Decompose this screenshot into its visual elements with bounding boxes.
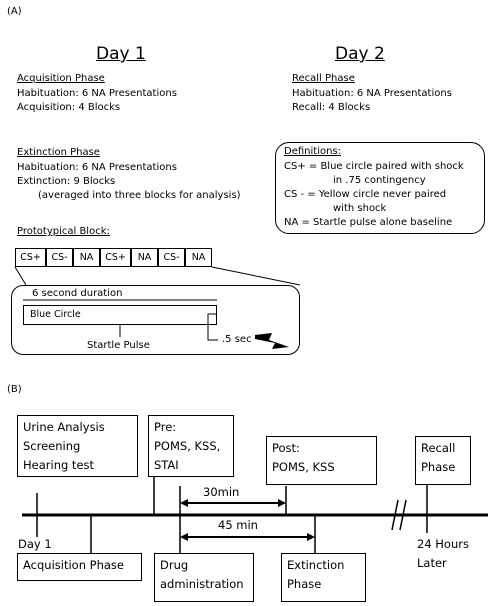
trial-detail-box <box>11 285 300 355</box>
break-mark-1 <box>391 499 399 531</box>
recall-phase-box: Recall Phase <box>415 436 471 485</box>
interval-45min-label: 45 min <box>218 518 258 532</box>
screening-line: Hearing test <box>23 458 95 472</box>
blue-circle-stimulus: Blue Circle <box>23 305 217 325</box>
block-na: NA <box>131 248 158 267</box>
later-label: Later <box>417 556 447 570</box>
acquisition-box-line: Acquisition Phase <box>23 558 124 572</box>
definitions-box <box>275 142 485 234</box>
block-cs-plus: CS+ <box>100 248 131 267</box>
prototypical-block-heading: Prototypical Block: <box>17 226 110 237</box>
post-measures-box: Post: POMS, KSS <box>266 436 377 485</box>
day1-title: Day 1 <box>96 44 146 64</box>
zoom-line-left <box>14 266 27 286</box>
lightning-bolt-icon <box>255 333 289 349</box>
definitions-heading: Definitions: <box>284 146 342 157</box>
pre-line: STAI <box>154 458 179 472</box>
definition-line: with shock <box>333 203 387 214</box>
later-label: 24 Hours <box>417 537 469 551</box>
extinction-phase-box: Extinction Phase <box>281 553 366 602</box>
block-cs-minus: CS- <box>158 248 185 267</box>
extinction-phase-heading: Extinction Phase <box>17 147 100 158</box>
block-na: NA <box>185 248 212 267</box>
recall-line: Habituation: 6 NA Presentations <box>292 88 452 99</box>
acquisition-line: Habituation: 6 NA Presentations <box>17 88 177 99</box>
panel-a-label: (A) <box>7 6 22 17</box>
duration-label: 6 second duration <box>32 288 123 299</box>
acquisition-line: Acquisition: 4 Blocks <box>17 102 121 113</box>
pre-measures-box: Pre: POMS, KSS, STAI <box>148 415 234 477</box>
screening-box: Urine Analysis Screening Hearing test <box>17 415 138 477</box>
block-cs-minus: CS- <box>46 248 73 267</box>
extinction-line: Extinction: 9 Blocks <box>17 176 116 187</box>
startle-pulse-label: Startle Pulse <box>87 340 150 351</box>
definition-line: in .75 contingency <box>333 175 426 186</box>
recall-box-line: Phase <box>421 460 456 474</box>
break-mark-2 <box>399 499 407 531</box>
acquisition-phase-heading: Acquisition Phase <box>17 73 105 84</box>
recall-line: Recall: 4 Blocks <box>292 102 371 113</box>
pre-line: POMS, KSS, <box>154 439 221 453</box>
pre-line: Pre: <box>154 420 177 434</box>
shock-duration-label: .5 sec <box>222 334 252 345</box>
shock-bracket <box>207 313 218 341</box>
post-line: Post: <box>272 441 300 455</box>
day1-timeline-label: Day 1 <box>18 537 52 551</box>
definition-line: CS - = Yellow circle never paired <box>284 189 447 200</box>
drug-line: Drug <box>160 558 189 572</box>
drug-administration-box: Drug administration <box>154 553 254 602</box>
block-cs-plus: CS+ <box>15 248 46 267</box>
extinction-line: Habituation: 6 NA Presentations <box>17 162 177 173</box>
day2-title: Day 2 <box>335 44 385 64</box>
drug-line: administration <box>160 577 244 591</box>
recall-box-line: Recall <box>421 441 456 455</box>
panel-b-label: (B) <box>7 384 22 395</box>
block-na: NA <box>73 248 100 267</box>
screening-line: Urine Analysis <box>23 420 105 434</box>
post-line: POMS, KSS <box>272 460 335 474</box>
recall-phase-heading: Recall Phase <box>292 73 355 84</box>
definition-line: NA = Startle pulse alone baseline <box>284 217 453 228</box>
interval-30min-label: 30min <box>203 485 240 499</box>
definition-line: CS+ = Blue circle paired with shock <box>284 161 464 172</box>
zoom-line-right <box>211 266 301 286</box>
extinction-box-line: Extinction <box>287 558 345 572</box>
screening-line: Screening <box>23 439 81 453</box>
acquisition-phase-box: Acquisition Phase <box>17 553 142 581</box>
extinction-line: (averaged into three blocks for analysis… <box>38 190 241 201</box>
extinction-box-line: Phase <box>287 577 322 591</box>
